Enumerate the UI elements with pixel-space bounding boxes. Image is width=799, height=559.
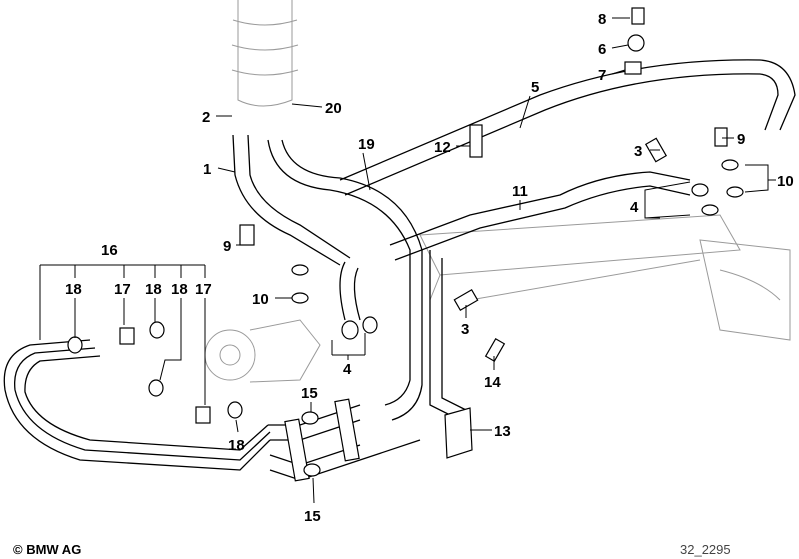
- callout-7: 7: [598, 67, 606, 84]
- callout-10: 10: [252, 291, 269, 308]
- callout-15: 15: [304, 508, 321, 525]
- callout-18: 18: [145, 281, 162, 298]
- callout-17: 17: [114, 281, 131, 298]
- callout-18: 18: [228, 437, 245, 454]
- callout-12: 12: [434, 139, 451, 156]
- callout-10: 10: [777, 173, 794, 190]
- callout-17: 17: [195, 281, 212, 298]
- callout-3: 3: [634, 143, 642, 160]
- copyright-text: © BMW AG: [13, 542, 82, 557]
- pump-drawing: [204, 319, 321, 383]
- callout-11: 11: [512, 183, 528, 200]
- leader-lines: [39, 17, 776, 504]
- callout-2: 2: [202, 109, 210, 126]
- callout-4: 4: [343, 361, 352, 378]
- callout-18: 18: [171, 281, 188, 298]
- callout-20: 20: [325, 100, 342, 117]
- reservoir-drawing: [231, 0, 299, 107]
- callout-19: 19: [358, 136, 375, 153]
- callout-14: 14: [484, 374, 501, 391]
- callout-labels: 8 6 7 5 2 20 12 3 9 19 1 11 4 10 16 9 18…: [65, 11, 794, 525]
- callout-8: 8: [598, 11, 606, 28]
- hose-lines: [3, 59, 796, 481]
- steering-gear-drawing: [419, 214, 791, 341]
- callout-16: 16: [101, 242, 118, 259]
- callout-5: 5: [531, 79, 539, 96]
- callout-18: 18: [65, 281, 82, 298]
- callout-4: 4: [630, 199, 639, 216]
- callout-1: 1: [203, 161, 211, 178]
- diagram-id: 32_2295: [680, 542, 731, 557]
- callout-3: 3: [461, 321, 469, 338]
- callout-15: 15: [301, 385, 318, 402]
- callout-9: 9: [737, 131, 745, 148]
- callout-13: 13: [494, 423, 511, 440]
- callout-9: 9: [223, 238, 231, 255]
- callout-6: 6: [598, 41, 606, 58]
- small-parts: [67, 7, 744, 482]
